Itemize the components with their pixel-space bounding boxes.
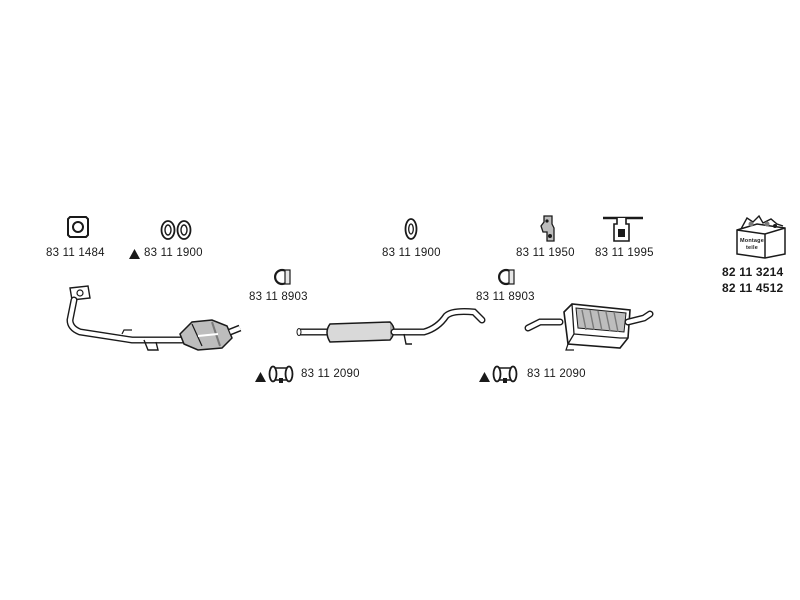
clamp-icon (272, 268, 292, 286)
kit-box-caption: Montage teile (739, 238, 764, 251)
double-gasket-icon (160, 219, 192, 241)
part-number-hanger-ring: 83 11 1900 (382, 247, 441, 259)
mounting-kit-box-icon (733, 214, 789, 259)
clamp-icon (496, 268, 516, 286)
middle-muffler-pipe (294, 304, 490, 354)
warning-triangle-icon (129, 249, 140, 259)
part-number-clamp-2: 83 11 8903 (476, 291, 535, 303)
part-number-mount-kit-2: 82 11 4512 (722, 281, 784, 295)
part-number-gasket-double: 83 11 1900 (144, 247, 203, 259)
part-number-clamp-set-2: 83 11 2090 (527, 368, 586, 380)
warning-triangle-icon (255, 372, 266, 382)
part-number-hanger-rubber: 83 11 1995 (595, 247, 654, 259)
rear-muffler (520, 300, 660, 356)
part-number-clamp-set-1: 83 11 2090 (301, 368, 360, 380)
part-number-clamp-1: 83 11 8903 (249, 291, 308, 303)
part-number-hanger-bracket: 83 11 1950 (516, 247, 575, 259)
warning-triangle-icon (479, 372, 490, 382)
rubber-ring-icon (404, 217, 418, 241)
part-number-mount-kit-1: 82 11 3214 (722, 265, 784, 279)
part-number-gasket-square: 83 11 1484 (46, 247, 105, 259)
rubber-hanger-icon (601, 212, 645, 244)
clamp-set-icon (492, 364, 518, 384)
hanger-bracket-icon (538, 214, 556, 244)
square-gasket-icon (66, 215, 90, 239)
clamp-set-icon (268, 364, 294, 384)
catalytic-converter-front-pipe (62, 284, 262, 364)
